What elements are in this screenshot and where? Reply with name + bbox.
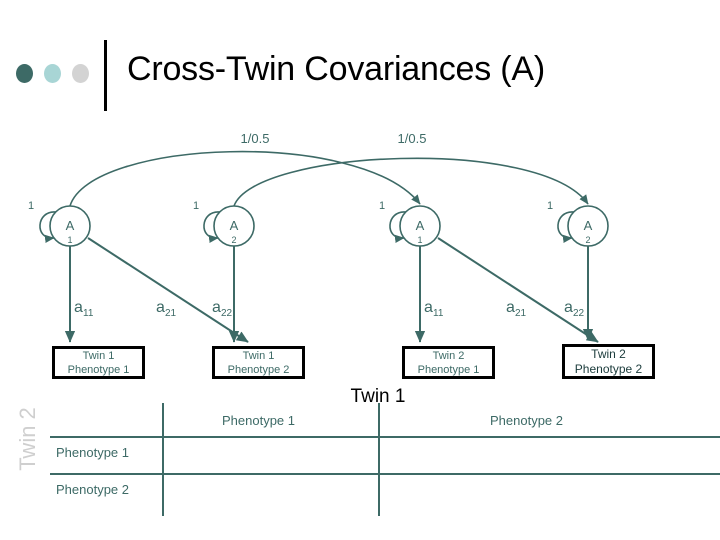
decor-dot-icon [72, 64, 89, 83]
box-line-2: Phenotype 2 [227, 363, 290, 376]
matrix-column-header-2: Phenotype 2 [490, 413, 564, 428]
loading-path-a21-twin2 [437, 237, 599, 343]
svg-text:a: a [74, 299, 83, 316]
title-divider-rule [104, 40, 107, 111]
phenotype-box-twin2-pheno1: Twin 2 Phenotype 1 [402, 346, 495, 379]
arc-label-a1: 1/0.5 [241, 131, 270, 146]
latent-node-a1-twin2: A 1 [399, 205, 441, 247]
matrix-rule-left [162, 403, 164, 516]
path-label-a11-twin1: a 11 [74, 299, 94, 319]
box-line-2: Phenotype 1 [417, 363, 480, 376]
node-subscript: 1 [67, 235, 72, 245]
self-loop-label-a2-twin1: 1 [193, 200, 199, 212]
svg-text:21: 21 [165, 308, 177, 319]
box-line-1: Twin 1 [82, 349, 115, 362]
svg-text:a: a [424, 299, 433, 316]
phenotype-box-twin2-pheno2: Twin 2 Phenotype 2 [562, 344, 655, 379]
cross-twin-arc-a1 [69, 150, 421, 207]
matrix-row-header-2: Phenotype 2 [56, 482, 130, 497]
node-letter: A [584, 218, 593, 233]
matrix-rule-center [378, 403, 380, 516]
covariance-matrix: Twin 2 Twin 1 Phenotype 1 Phenotype 2 Ph… [0, 386, 720, 540]
self-loop-label-a2-twin2: 1 [547, 200, 553, 212]
latent-node-a2-twin1: A 2 [213, 205, 255, 247]
svg-text:11: 11 [433, 308, 444, 319]
box-line-1: Twin 2 [591, 346, 626, 361]
matrix-column-header-1: Phenotype 1 [222, 413, 296, 428]
svg-text:a: a [212, 299, 221, 316]
node-letter: A [66, 218, 75, 233]
box-line-1: Twin 2 [432, 349, 465, 362]
decor-dot-icon [44, 64, 61, 83]
loading-path-a21-twin1 [87, 237, 249, 343]
self-loop-a2-twin2 [557, 211, 575, 244]
node-subscript: 2 [585, 235, 590, 245]
cross-twin-arc-a2 [233, 157, 589, 207]
path-label-a22-twin2: a 22 [564, 299, 585, 319]
path-label-a21-twin1: a 21 [156, 299, 177, 319]
svg-text:22: 22 [221, 308, 233, 319]
self-loop-label-a1-twin2: 1 [379, 200, 385, 212]
svg-text:a: a [564, 299, 573, 316]
svg-text:22: 22 [573, 308, 585, 319]
svg-text:a: a [506, 299, 515, 316]
svg-text:21: 21 [515, 308, 527, 319]
self-loop-a2-twin1 [203, 211, 221, 244]
self-loop-a1-twin2 [389, 211, 407, 244]
node-subscript: 1 [417, 235, 422, 245]
phenotype-box-twin1-pheno1: Twin 1 Phenotype 1 [52, 346, 145, 379]
svg-text:a: a [156, 299, 165, 316]
self-loop-label-a1-twin1: 1 [28, 200, 34, 212]
box-line-2: Phenotype 2 [574, 361, 643, 376]
box-line-2: Phenotype 1 [67, 363, 130, 376]
node-letter: A [230, 218, 239, 233]
node-subscript: 2 [231, 235, 236, 245]
matrix-top-title: Twin 1 [350, 386, 406, 407]
page-title: Cross-Twin Covariances (A) [127, 50, 546, 88]
self-loop-a1-twin1 [39, 211, 57, 244]
matrix-rule-top [50, 436, 720, 438]
matrix-row-header-1: Phenotype 1 [56, 445, 130, 460]
slide-header: Cross-Twin Covariances (A) [0, 0, 720, 120]
box-line-1: Twin 1 [242, 349, 275, 362]
matrix-side-title: Twin 2 [15, 407, 40, 471]
path-label-a22-twin1: a 22 [212, 299, 233, 319]
decor-dot-icon [16, 64, 33, 83]
matrix-rule-middle [50, 473, 720, 475]
latent-node-a1-twin1: A 1 [49, 205, 91, 247]
path-label-a21-twin2: a 21 [506, 299, 527, 319]
latent-node-a2-twin2: A 2 [567, 205, 609, 247]
node-letter: A [416, 218, 425, 233]
phenotype-box-twin1-pheno2: Twin 1 Phenotype 2 [212, 346, 305, 379]
svg-text:11: 11 [83, 308, 94, 319]
path-label-a11-twin2: a 11 [424, 299, 444, 319]
arc-label-a2: 1/0.5 [398, 131, 427, 146]
